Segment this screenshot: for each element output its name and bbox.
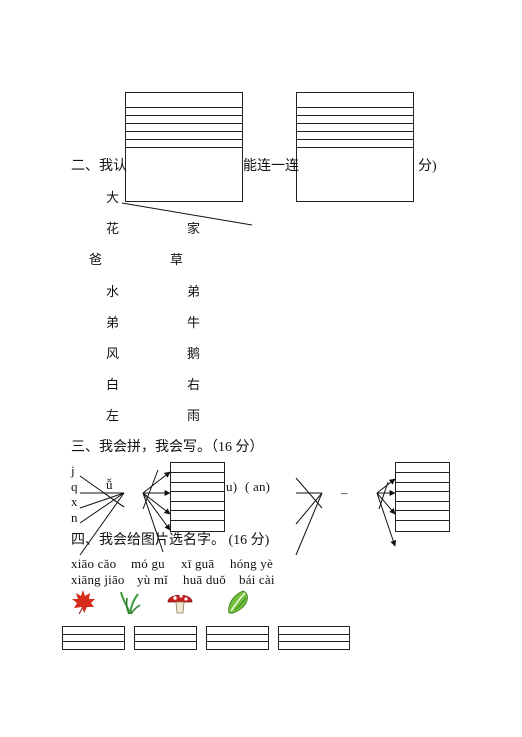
- answer-grid-2[interactable]: [134, 626, 197, 650]
- right-word-5[interactable]: 牛: [187, 315, 201, 330]
- cabbage-icon: [225, 589, 251, 615]
- left-word-6[interactable]: 风: [106, 346, 120, 361]
- section3-heading: 三、我会拼，我会写。（16 分）: [71, 440, 264, 455]
- answer-grid-4[interactable]: [278, 626, 350, 650]
- left-word-2[interactable]: 花: [106, 221, 120, 236]
- right-word-2[interactable]: 家: [187, 221, 201, 236]
- pinyin-bai-cai: bái cài: [239, 572, 275, 587]
- initial-q: q: [71, 479, 78, 494]
- pinyin-hua-duo: huā duǒ: [183, 572, 226, 587]
- final-mid: u): [226, 479, 238, 494]
- initial-x: x: [71, 494, 78, 509]
- pinyin-xiao-cao: xiāo cǎo: [71, 556, 117, 571]
- left-word-3[interactable]: 爸: [89, 252, 103, 267]
- writing-grid-mid-right[interactable]: [395, 462, 450, 532]
- answer-grid-3[interactable]: [206, 626, 269, 650]
- initial-n: n: [71, 510, 78, 525]
- left-word-5[interactable]: 弟: [106, 315, 120, 330]
- right-word-3[interactable]: 草: [170, 252, 184, 267]
- pinyin-mo-gu: mó gu: [131, 556, 165, 571]
- final-u-umlaut: ǚ: [106, 477, 113, 492]
- answer-grid-1[interactable]: [62, 626, 125, 650]
- dash-mark: –: [341, 485, 348, 500]
- pinyin-yu-mi: yù mǐ: [137, 572, 168, 587]
- writing-grid-mid-left[interactable]: [170, 462, 225, 532]
- left-word-7[interactable]: 白: [106, 377, 120, 392]
- right-word-8[interactable]: 雨: [187, 408, 201, 423]
- right-word-7[interactable]: 右: [187, 377, 201, 392]
- maple-leaf-icon: [70, 589, 96, 615]
- pinyin-xi-gua: xī guā: [181, 556, 215, 571]
- left-word-8[interactable]: 左: [106, 408, 120, 423]
- writing-grid-top-right[interactable]: [296, 92, 414, 202]
- pinyin-hong-ye: hóng yè: [230, 556, 273, 571]
- left-word-1[interactable]: 大: [106, 190, 120, 205]
- section2-heading-mid: 能连一连: [243, 159, 299, 174]
- right-word-6[interactable]: 鹅: [187, 346, 201, 361]
- section2-heading-left: 二、我认: [71, 159, 127, 174]
- section4-heading: 四、我会给图片选名字。 (16 分): [71, 533, 270, 548]
- initial-j: j: [71, 463, 75, 478]
- writing-grid-top-left[interactable]: [125, 92, 243, 202]
- section2-heading-right: 分): [418, 159, 437, 174]
- pinyin-xiang-jiao: xiāng jiāo: [71, 572, 125, 587]
- mushroom-icon: [166, 588, 194, 616]
- right-word-4[interactable]: 弟: [187, 284, 201, 299]
- left-word-4[interactable]: 水: [106, 284, 120, 299]
- final-right: ( an): [245, 479, 271, 494]
- grass-icon: [119, 589, 141, 615]
